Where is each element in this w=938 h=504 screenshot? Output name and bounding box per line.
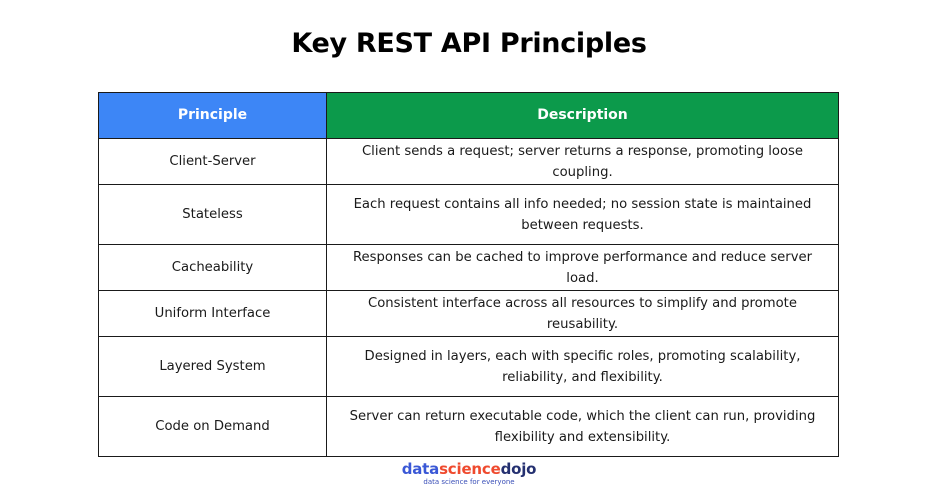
table-header-row: Principle Description xyxy=(98,92,839,139)
table-row: Uniform Interface Consistent interface a… xyxy=(98,290,839,337)
description-cell: Responses can be cached to improve perfo… xyxy=(326,244,839,291)
description-cell: Each request contains all info needed; n… xyxy=(326,184,839,245)
table-row: Client-Server Client sends a request; se… xyxy=(98,138,839,185)
logo-word-science: science xyxy=(439,460,501,478)
description-cell: Consistent interface across all resource… xyxy=(326,290,839,337)
table-row: Cacheability Responses can be cached to … xyxy=(98,244,839,291)
description-cell: Server can return executable code, which… xyxy=(326,396,839,457)
description-cell: Client sends a request; server returns a… xyxy=(326,138,839,185)
description-cell: Designed in layers, each with specific r… xyxy=(326,336,839,397)
principles-table: Principle Description Client-Server Clie… xyxy=(98,92,839,457)
logo-word-data: data xyxy=(401,460,440,478)
logo-word-dojo: dojo xyxy=(500,460,537,478)
principle-cell: Uniform Interface xyxy=(98,290,327,337)
page-title: Key REST API Principles xyxy=(291,28,647,59)
principle-column-header: Principle xyxy=(98,92,327,139)
table-row: Stateless Each request contains all info… xyxy=(98,184,839,245)
datasciencedojo-logo: datasciencedojo data science for everyon… xyxy=(0,461,938,487)
principle-cell: Stateless xyxy=(98,184,327,245)
logo-tagline: data science for everyone xyxy=(423,478,515,486)
principle-cell: Code on Demand xyxy=(98,396,327,457)
principle-cell: Cacheability xyxy=(98,244,327,291)
principle-cell: Client-Server xyxy=(98,138,327,185)
description-column-header: Description xyxy=(326,92,839,139)
table-row: Code on Demand Server can return executa… xyxy=(98,396,839,457)
table-row: Layered System Designed in layers, each … xyxy=(98,336,839,397)
principle-cell: Layered System xyxy=(98,336,327,397)
logo-wordmark: datasciencedojo xyxy=(0,461,938,478)
